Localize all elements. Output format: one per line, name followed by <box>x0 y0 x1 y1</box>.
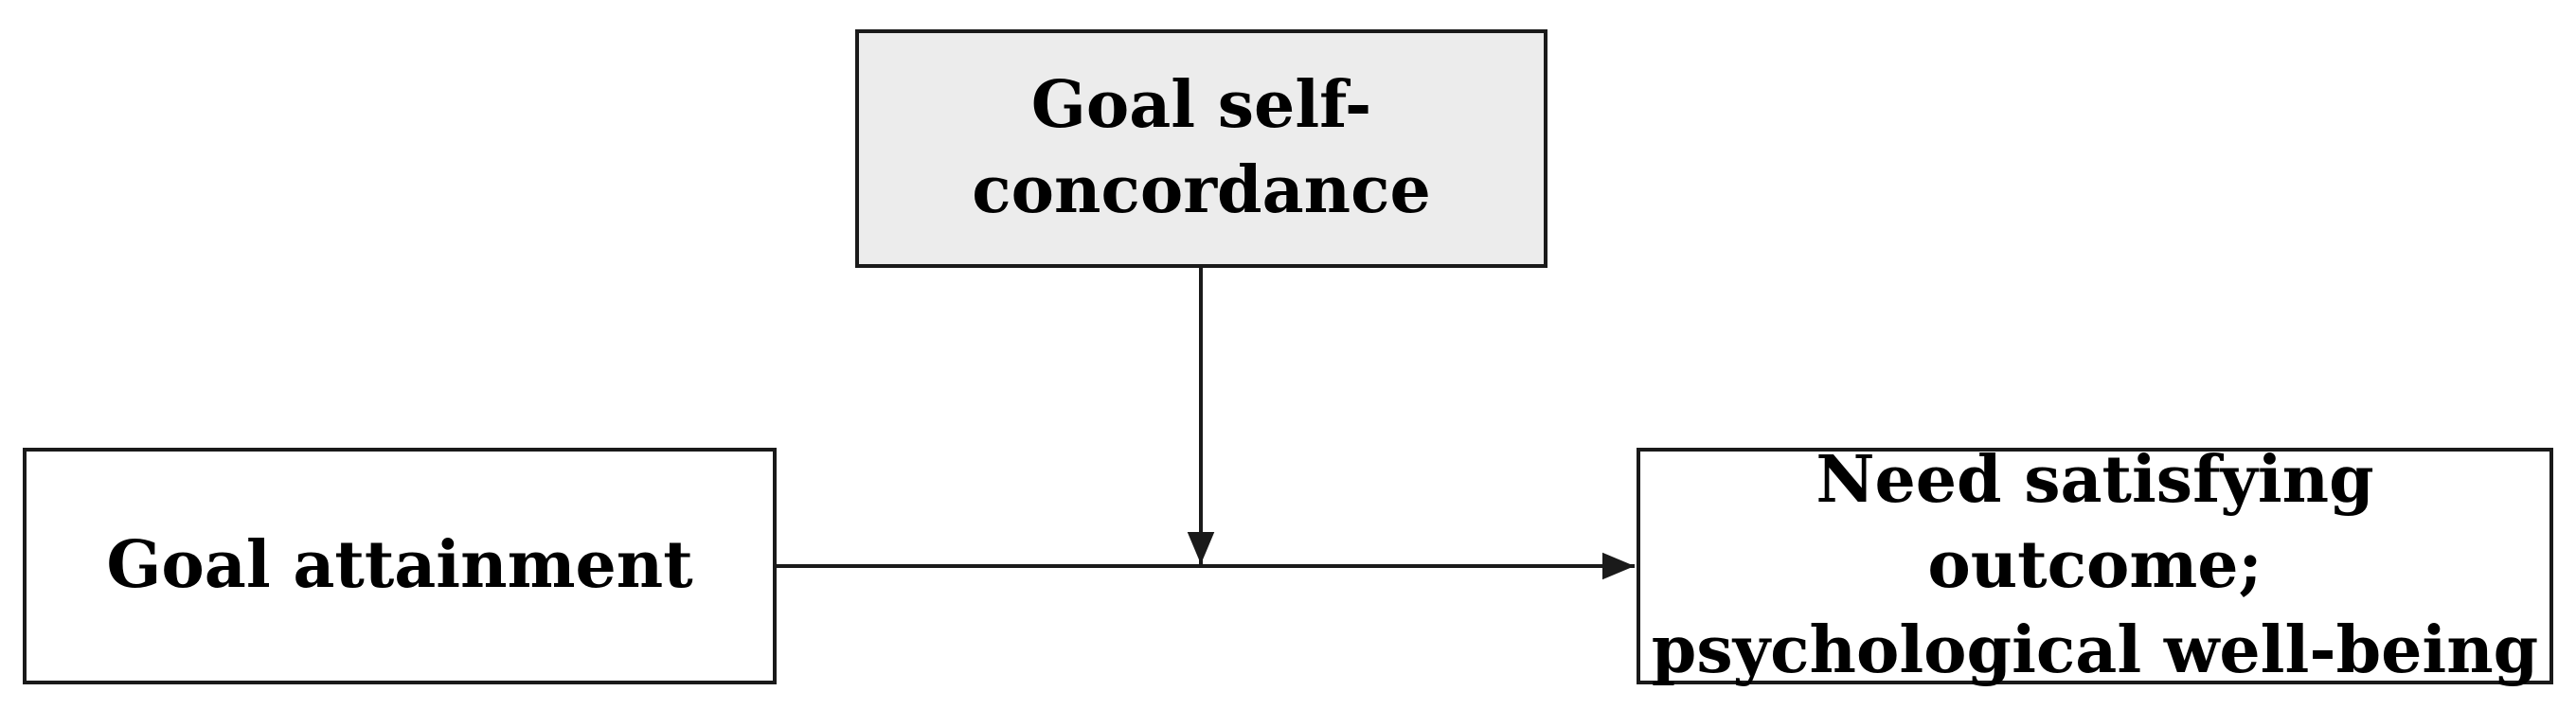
outcome-label-line1: Need satisfying outcome; <box>1816 442 2374 604</box>
moderator-box: Goal self- concordance <box>855 29 1547 268</box>
outcome-box: Need satisfying outcome; psychological w… <box>1637 442 2553 688</box>
predictor-label: Goal attainment <box>106 527 693 604</box>
outcome-label-line2: psychological well-being <box>1651 612 2539 688</box>
predictor-box: Goal attainment <box>23 448 777 684</box>
moderator-label-line2: concordance <box>972 152 1431 228</box>
moderator-label-line1: Goal self- <box>1030 67 1372 144</box>
